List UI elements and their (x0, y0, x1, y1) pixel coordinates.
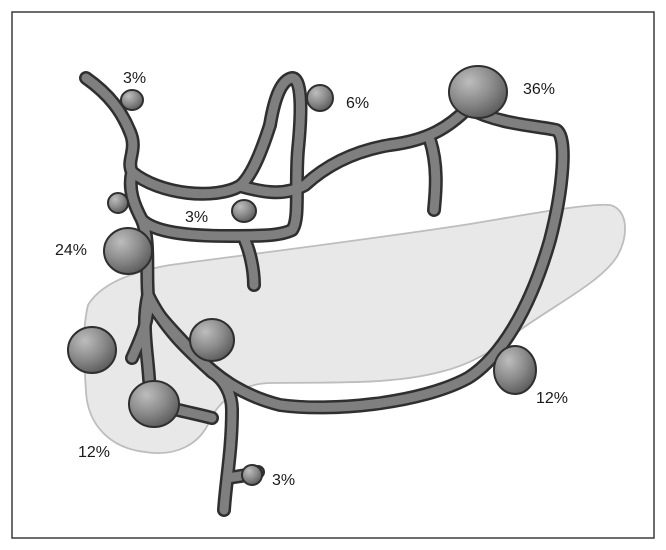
aneurysm-left-small (108, 193, 128, 213)
label-top-center: 6% (346, 95, 369, 112)
aneurysm-center-small (232, 200, 256, 222)
label-top-left: 3% (123, 70, 146, 87)
aneurysm-left-upper (104, 228, 152, 274)
label-left-upper: 24% (55, 242, 87, 259)
label-top-right: 36% (523, 81, 555, 98)
aneurysm-center-lower (190, 319, 234, 361)
label-center-upper: 3% (185, 209, 208, 226)
label-left-lower: 12% (78, 444, 110, 461)
aneurysm-bottom (242, 465, 262, 485)
aneurysm-left-middle (68, 327, 116, 373)
aneurysm-top-center (307, 85, 333, 111)
aneurysm-right-lower (494, 346, 536, 394)
label-right-lower: 12% (536, 390, 568, 407)
aneurysm-top-left (121, 90, 143, 110)
aneurysm-top-right (449, 66, 507, 118)
label-bottom: 3% (272, 472, 295, 489)
aneurysm-left-lower (129, 381, 179, 427)
